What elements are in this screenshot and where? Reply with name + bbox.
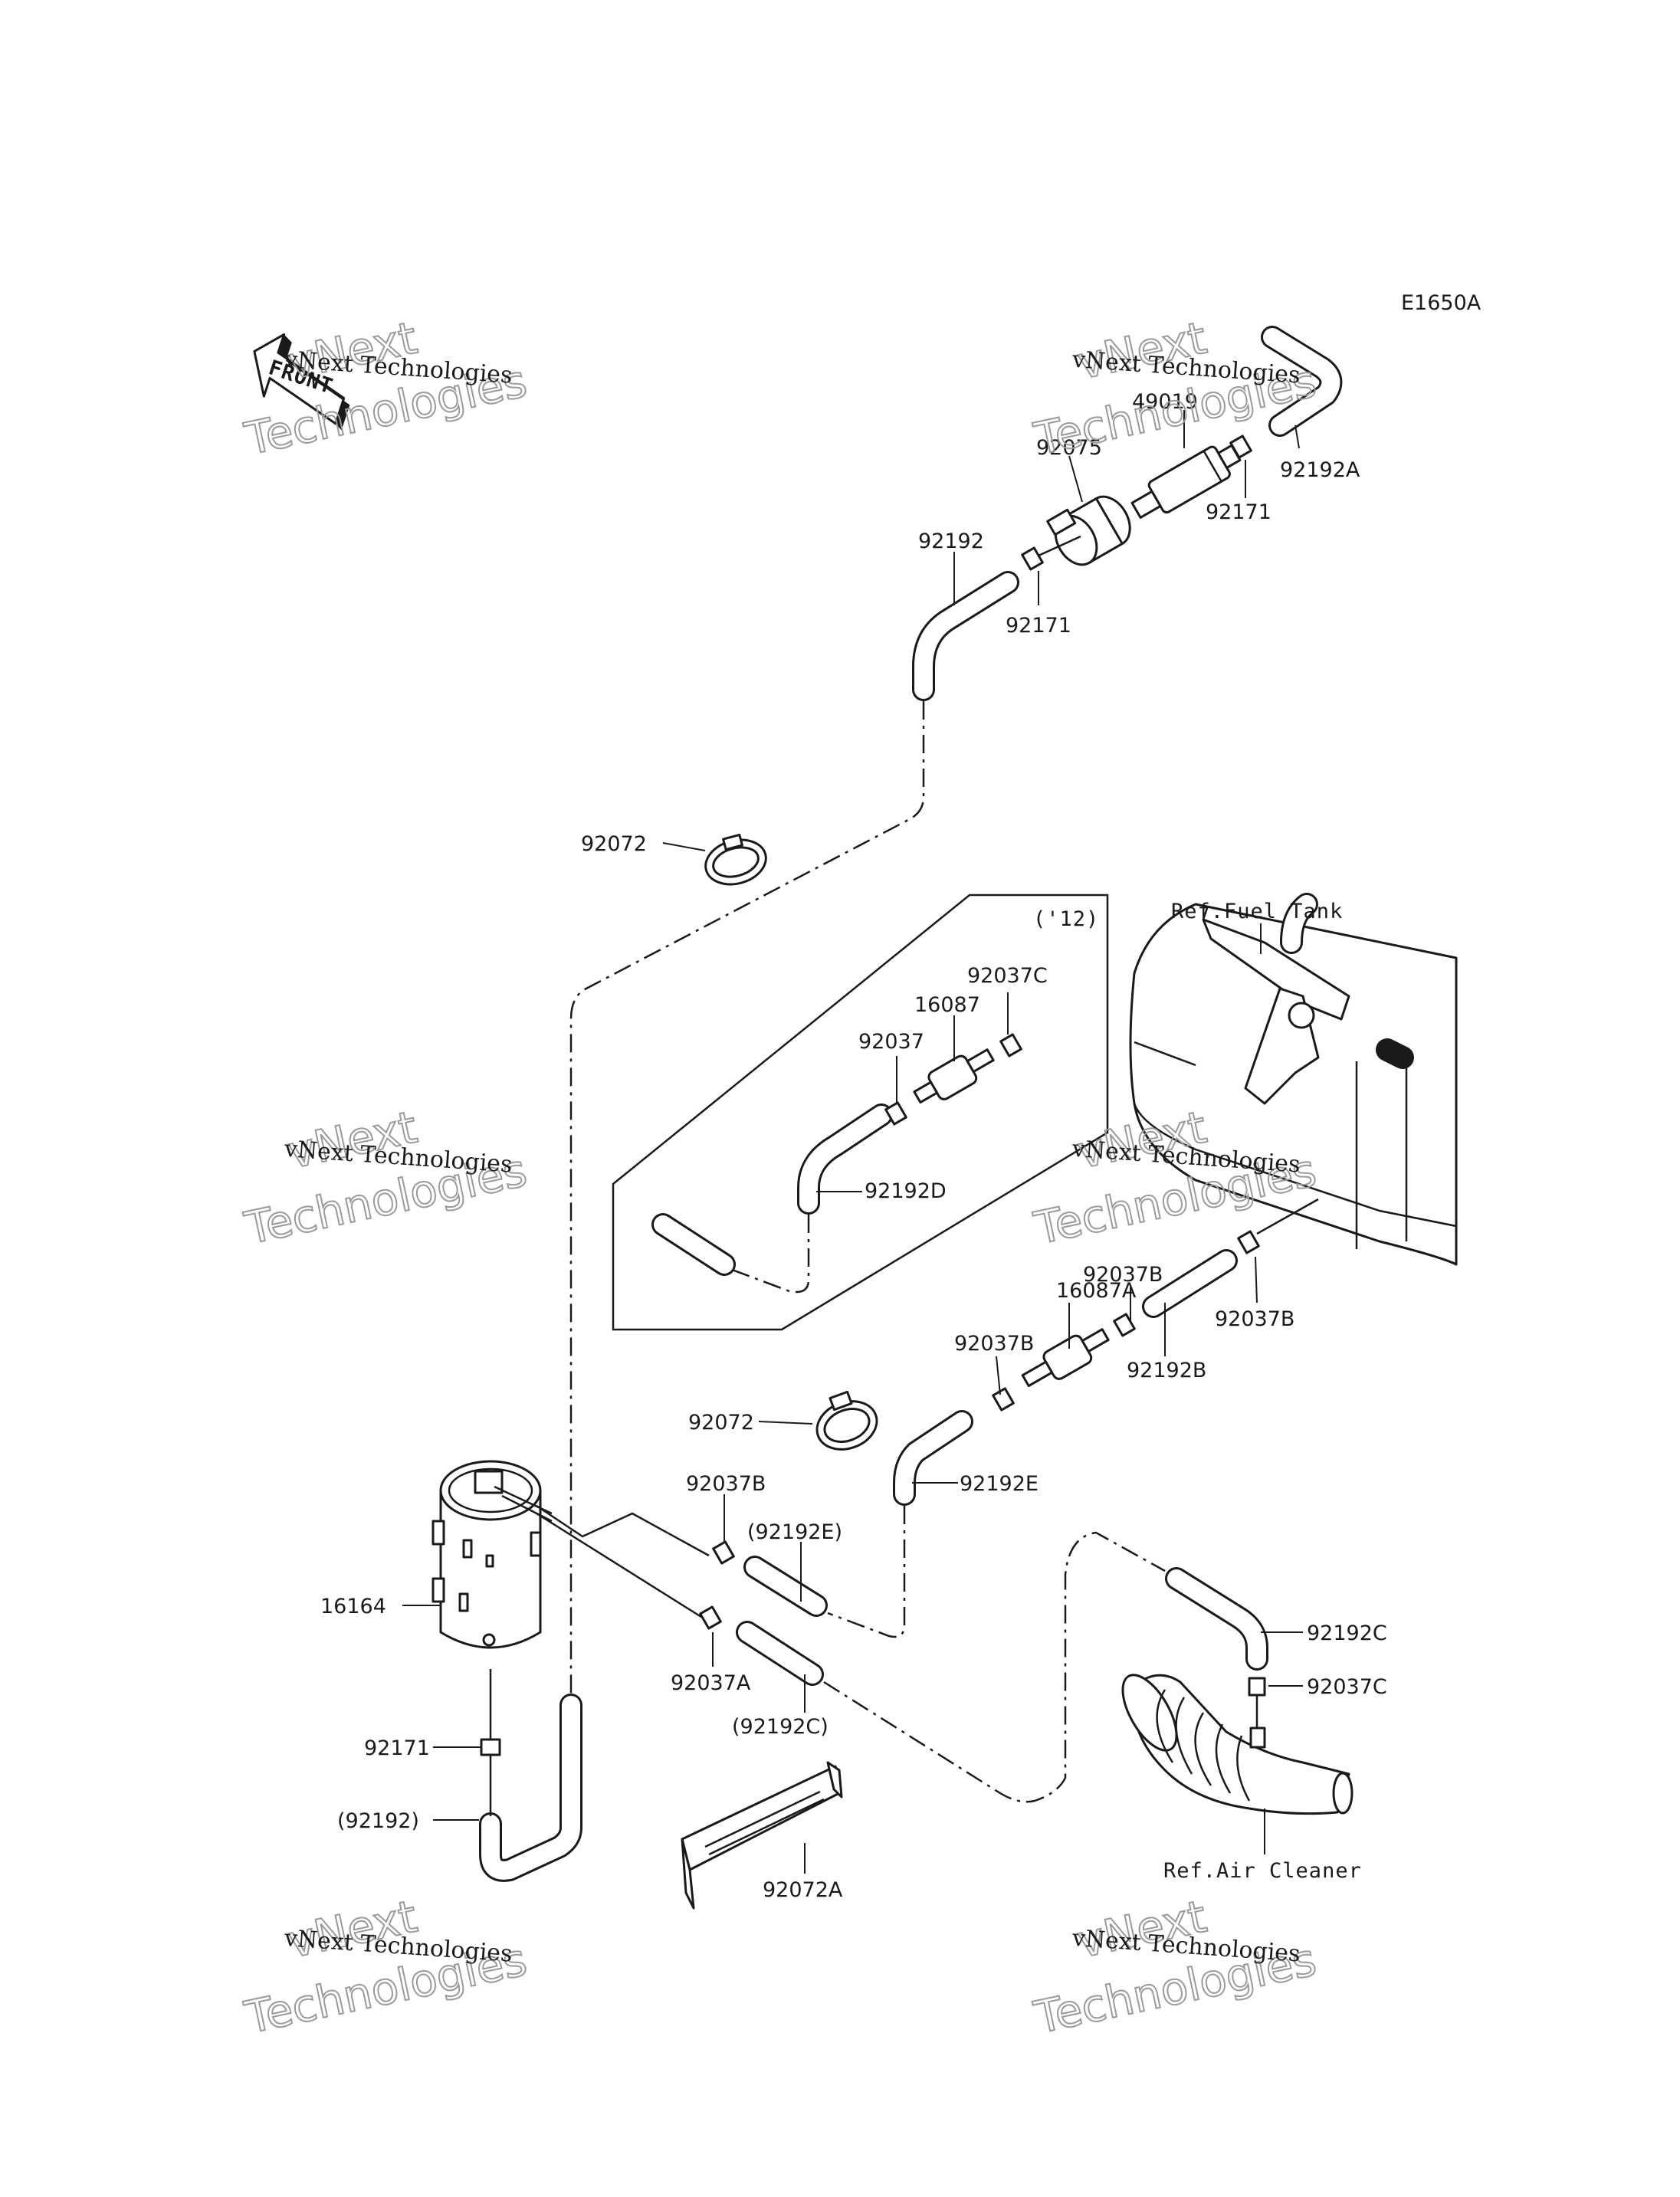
label-92192c: 92192C: [1307, 1622, 1387, 1645]
label-92037b-lower: 92037B: [686, 1472, 766, 1496]
label-inset: ('12): [1033, 907, 1099, 931]
label-92037c: 92037C: [967, 964, 1048, 988]
label-92192: 92192: [918, 530, 984, 553]
part-labels: 49019 92075 92171 92192A 92192 92171 920…: [320, 390, 1387, 1902]
canister-16164: [431, 1460, 553, 1740]
label-92037b-top: 92037B: [1083, 1263, 1163, 1287]
label-92037c-lower: 92037C: [1307, 1675, 1387, 1699]
label-92192-paren: (92192): [337, 1809, 419, 1833]
label-92192e-paren: (92192E): [747, 1520, 842, 1544]
front-arrow-icon: FRONT: [253, 333, 350, 431]
clamp-92037a: [699, 1605, 722, 1630]
label-92171-lower: 92171: [364, 1736, 430, 1760]
label-ref-fuel-tank: Ref.Fuel Tank: [1171, 900, 1343, 923]
label-92192b: 92192B: [1127, 1359, 1206, 1382]
leader-lines: [402, 410, 1303, 1874]
label-92037b-right: 92037B: [1215, 1307, 1294, 1331]
fuel-filter-assembly: [912, 326, 1343, 701]
label-92192d: 92192D: [865, 1179, 947, 1203]
clip-92072-top: [704, 833, 767, 886]
label-92072a: 92072A: [763, 1878, 843, 1902]
label-92075: 92075: [1036, 436, 1102, 460]
label-92072-top: 92072: [581, 832, 647, 856]
label-92192a: 92192A: [1280, 458, 1360, 482]
air-cleaner-duct: [1121, 1674, 1354, 1815]
label-92037: 92037: [858, 1030, 924, 1054]
clip-92072-middle: [815, 1390, 878, 1451]
label-16087a: 16087A: [1056, 1279, 1137, 1303]
diagram-code: E1650A: [1401, 291, 1481, 315]
clamp-92037b-lower: [712, 1540, 735, 1565]
clamp-92037c-lower: [1248, 1677, 1266, 1697]
fuel-tank: [1129, 893, 1458, 1266]
valve-assembly-16087a: [992, 1198, 1319, 1412]
clamp-92171-lower: [480, 1738, 501, 1756]
strap-92072a: [681, 1761, 843, 1910]
label-16087: 16087: [914, 993, 980, 1017]
label-92192c-paren: (92192C): [732, 1715, 829, 1739]
label-16164: 16164: [320, 1595, 386, 1618]
label-92171-left: 92171: [1006, 614, 1071, 638]
label-ref-air-cleaner: Ref.Air Cleaner: [1163, 1859, 1362, 1883]
label-92072-middle: 92072: [688, 1411, 754, 1435]
label-92171-right: 92171: [1206, 500, 1271, 524]
label-92037a: 92037A: [671, 1671, 751, 1695]
label-49019: 49019: [1132, 390, 1198, 414]
label-92037b-left: 92037B: [954, 1332, 1034, 1356]
label-92192e: 92192E: [960, 1472, 1039, 1496]
inset-1992-box: [612, 894, 1109, 1331]
